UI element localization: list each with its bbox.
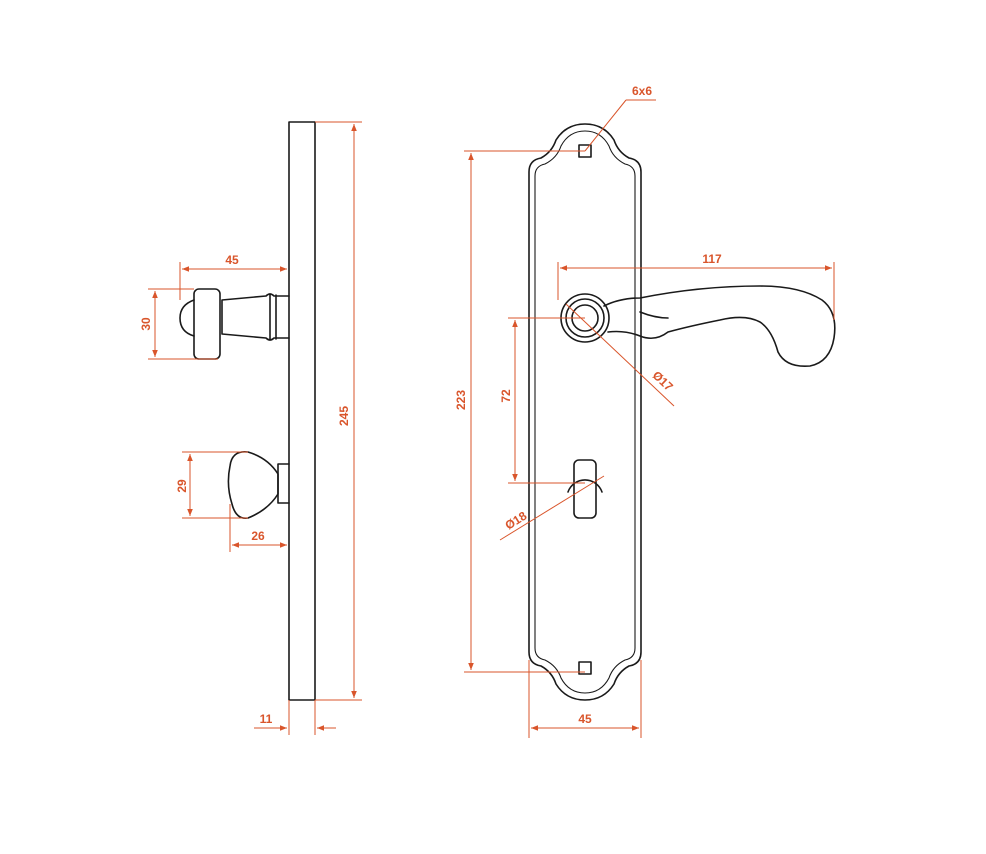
dim-label-thumbturn-projection: 26 [251,529,265,543]
front-thumbturn [567,459,603,519]
dim-plate-height-total: 245 [315,121,362,701]
front-lever-detail [639,311,669,319]
dim-label-side-handle-projection: 45 [225,253,239,267]
dim-plate-width: 45 [528,660,642,738]
dim-label-plate-width: 45 [578,712,592,726]
dim-label-plate-height-inner: 223 [454,390,468,410]
side-lever-handle [179,288,290,360]
dim-label-spindle-distance: 72 [499,389,513,403]
screw-hole-bottom [578,661,592,675]
dim-thumbturn-height: 29 [175,451,248,519]
dim-label-turn-diameter: Ø18 [503,508,530,532]
dim-screw-hole: 6x6 [584,84,656,152]
dim-plate-thickness: 11 [254,700,336,735]
side-thumbturn [227,450,290,520]
front-backplate-inner [534,130,636,694]
front-view: 6x6 117 Ø17 72 223 [454,84,836,738]
dim-handle-length: 117 [557,252,835,320]
dim-label-screw-hole: 6x6 [632,84,652,98]
dim-label-side-handle-height: 30 [139,317,153,331]
front-lever-handle [603,285,836,368]
dim-label-handle-length: 117 [702,252,722,266]
side-backplate [288,121,316,701]
side-view: 45 30 245 29 26 [139,121,362,735]
dim-label-plate-height-total: 245 [337,406,351,426]
dim-plate-height-inner: 223 [454,150,585,673]
dim-label-rosette-diameter: Ø17 [650,368,676,394]
dim-side-handle-projection: 45 [179,253,287,300]
front-backplate-outer [528,123,642,701]
dim-thumbturn-projection: 26 [229,504,287,552]
dim-spindle-distance: 72 [499,317,585,484]
dim-turn-diameter: Ø18 [499,475,605,541]
dim-label-plate-thickness: 11 [260,712,273,726]
dim-side-handle-height: 30 [139,288,218,360]
dim-label-thumbturn-height: 29 [175,479,189,493]
dim-rosette-diameter: Ø17 [565,303,676,407]
